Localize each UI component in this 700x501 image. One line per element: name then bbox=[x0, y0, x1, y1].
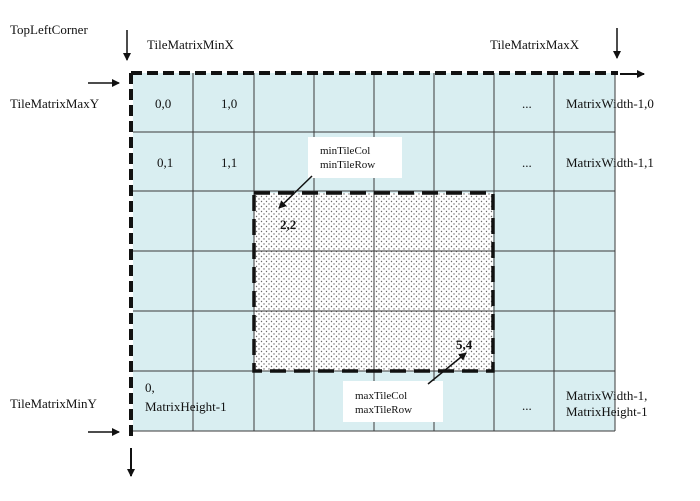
cell-label: ... bbox=[522, 155, 532, 170]
tile-matrix-min-y-label: TileMatrixMinY bbox=[10, 396, 98, 411]
cell-label: ... bbox=[522, 398, 532, 413]
tile-matrix-max-x-label: TileMatrixMaxX bbox=[490, 37, 580, 52]
tile-matrix-max-y-label: TileMatrixMaxY bbox=[10, 96, 100, 111]
min-tile-row-label: minTileRow bbox=[320, 159, 375, 171]
tile-5-4-label: 5,4 bbox=[456, 337, 473, 352]
max-tile-pointer-arrow bbox=[427, 352, 467, 385]
cell-label: 0,1 bbox=[157, 155, 173, 170]
top-left-corner-label: TopLeftCorner bbox=[10, 22, 88, 37]
min-tile-callout bbox=[308, 137, 402, 178]
cell-label: MatrixHeight-1 bbox=[145, 399, 227, 414]
min-tile-col-label: minTileCol bbox=[320, 145, 370, 157]
tile-2-2-label: 2,2 bbox=[280, 217, 296, 232]
max-tile-row-label: maxTileRow bbox=[355, 404, 412, 416]
cell-label: 0, bbox=[145, 380, 155, 395]
tile-grid bbox=[133, 73, 616, 432]
tile-matrix-min-x-label: TileMatrixMinX bbox=[147, 37, 235, 52]
cell-label: MatrixHeight-1 bbox=[566, 404, 648, 419]
cell-label: MatrixWidth-1,0 bbox=[566, 96, 654, 111]
cell-label: ... bbox=[522, 96, 532, 111]
cell-label: 0,0 bbox=[155, 96, 171, 111]
min-tile-pointer-arrow bbox=[278, 175, 313, 209]
cell-label: MatrixWidth-1,1 bbox=[566, 155, 654, 170]
cell-label: 1,0 bbox=[221, 96, 237, 111]
max-tile-col-label: maxTileCol bbox=[355, 390, 407, 402]
cell-label: MatrixWidth-1, bbox=[566, 388, 647, 403]
tile-range-border bbox=[252, 191, 495, 373]
cell-label: 1,1 bbox=[221, 155, 237, 170]
max-tile-callout bbox=[343, 381, 443, 422]
